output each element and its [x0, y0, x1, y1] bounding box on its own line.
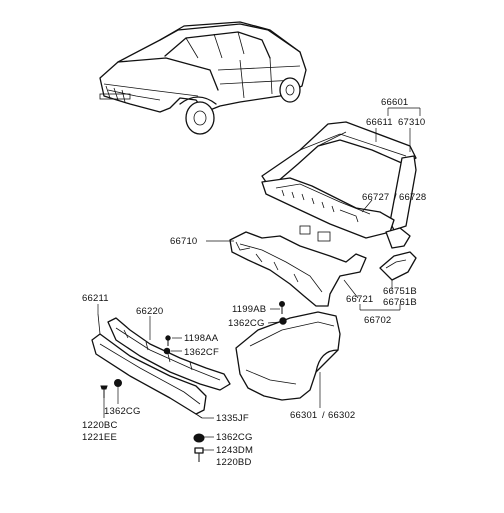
label-66302: 66302	[328, 410, 355, 421]
label-66301: 66301	[290, 410, 317, 421]
label-66728: 66728	[399, 192, 426, 203]
label-1199ab: 1199AB	[232, 304, 266, 315]
label-66211: 66211	[82, 293, 109, 304]
label-66702: 66702	[364, 315, 391, 326]
label-66601: 66601	[381, 97, 408, 108]
label-1220bc: 1220BC	[82, 420, 118, 431]
label-1221ee: 1221EE	[82, 432, 117, 443]
label-1362cg-fender: 1362CG	[228, 318, 265, 329]
label-66220: 66220	[136, 306, 163, 317]
label-1362cg-bottom: 1362CG	[216, 432, 253, 443]
label-1362cg-left: 1362CG	[104, 406, 141, 417]
label-66751b: 66751B	[383, 286, 417, 297]
label-66611: 66611	[366, 117, 393, 128]
label-66721: 66721	[346, 294, 373, 305]
label-66710: 66710	[170, 236, 197, 247]
front-fender	[235, 311, 341, 401]
cowl-panel-assembly	[229, 121, 417, 307]
label-1243dm: 1243DM	[216, 445, 253, 456]
leader-lines	[97, 107, 421, 451]
label-slash-66301-66302: /	[322, 410, 325, 421]
label-67310: 67310	[398, 117, 425, 128]
label-1198aa: 1198AA	[184, 333, 219, 344]
label-66761b: 66761B	[383, 297, 417, 308]
label-1335jf: 1335JF	[216, 413, 249, 424]
label-1220bd: 1220BD	[216, 457, 252, 468]
label-66727: 66727	[362, 192, 389, 203]
front-apron-panels	[91, 313, 231, 415]
label-slash-66727-66728: /	[394, 192, 397, 203]
fasteners	[100, 301, 287, 462]
car-illustration	[99, 21, 307, 135]
label-1362cf: 1362CF	[184, 347, 219, 358]
